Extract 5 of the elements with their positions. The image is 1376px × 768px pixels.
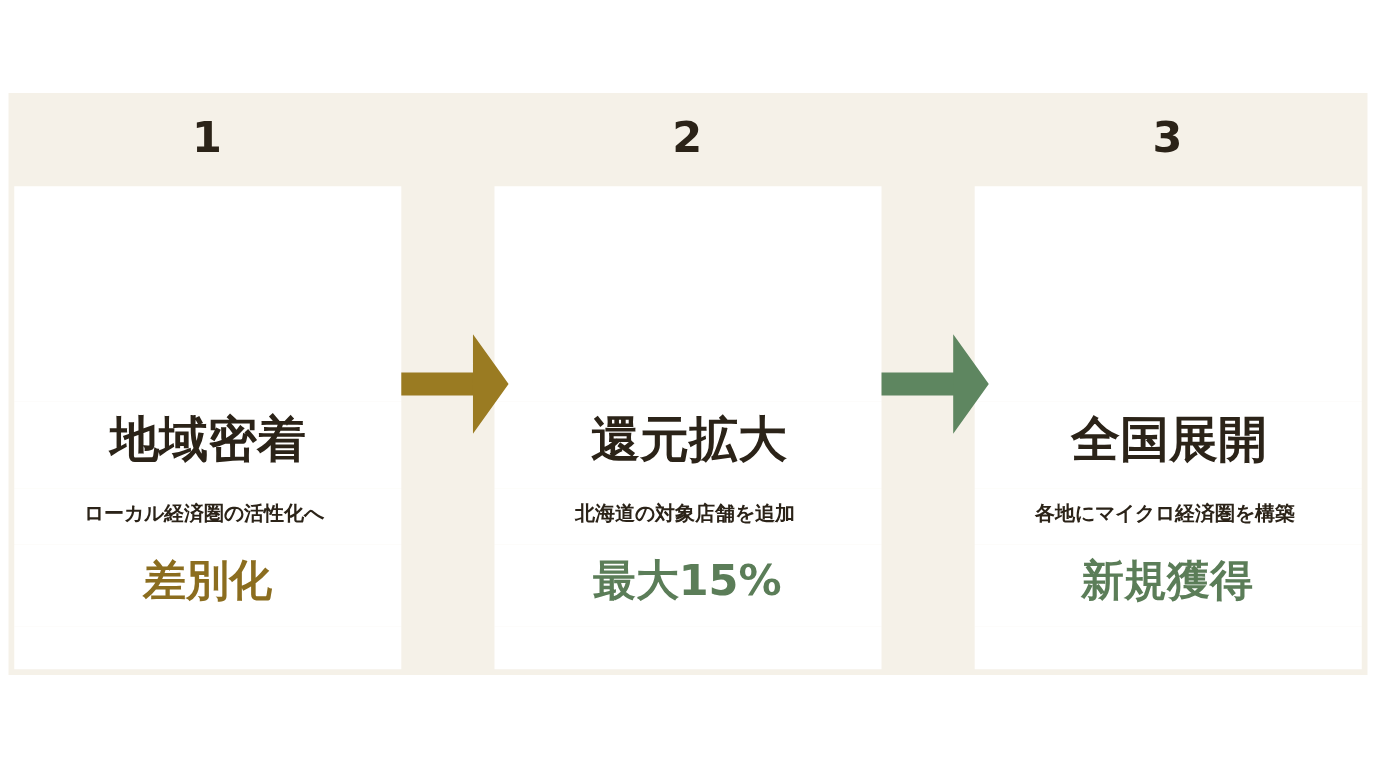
arrow [881, 334, 989, 434]
arrow [401, 334, 509, 434]
node-label: 3 [1152, 111, 1183, 162]
node-label: 1 [192, 111, 222, 162]
node-label: 2 [672, 111, 703, 162]
